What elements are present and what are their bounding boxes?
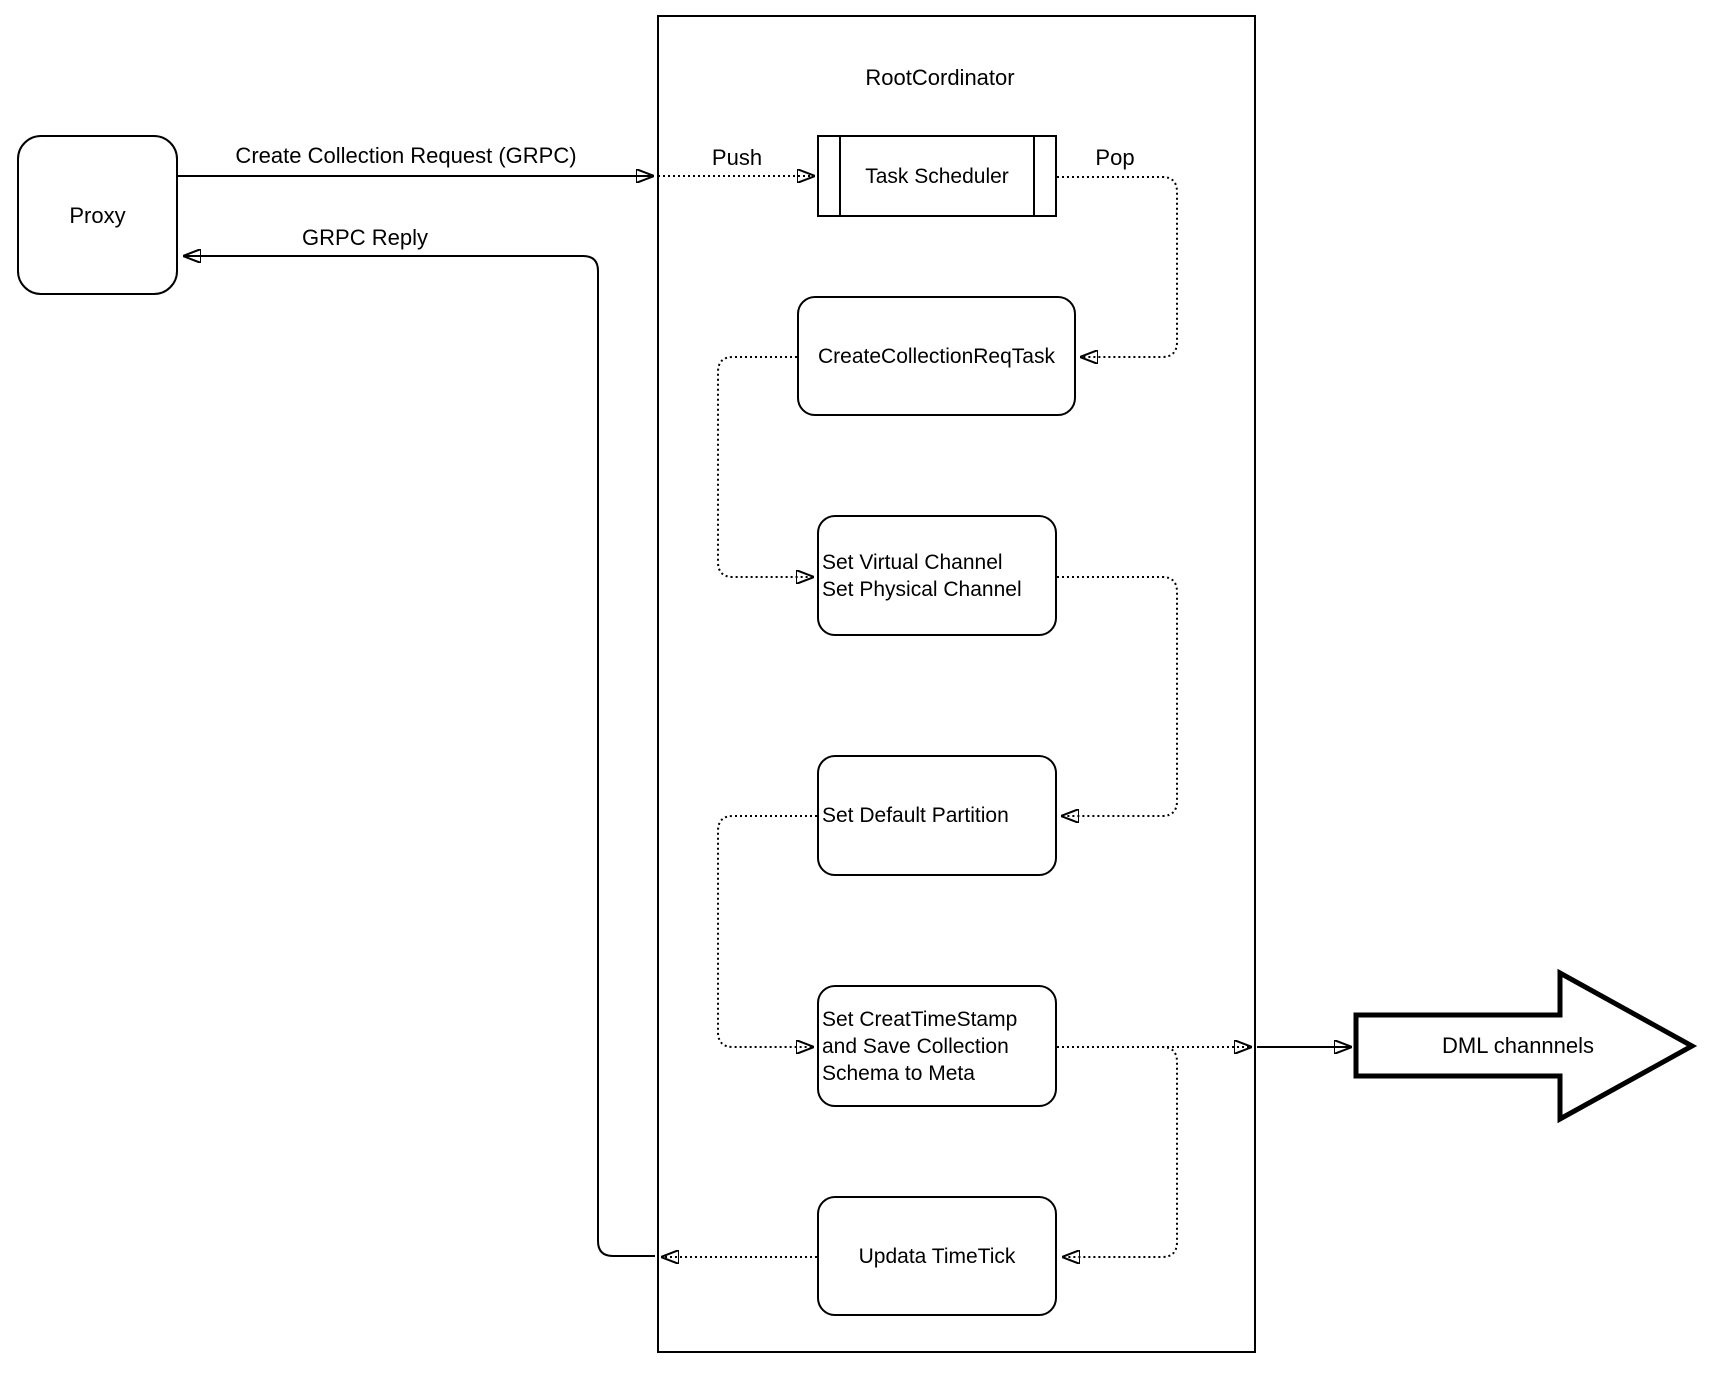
dml-channels-arrow-shape [1353,968,1698,1124]
edge-label-grpc-reply: GRPC Reply [302,225,428,250]
root-coordinator-container [657,15,1256,1353]
node-set-channels-line1: Set Virtual Channel [822,550,1003,574]
root-coordinator-title: RootCordinator [865,65,1015,90]
dml-channels-label: DML channnels [1441,1033,1595,1058]
edge-reqtask-to-setchannels-line [717,356,813,577]
edge-label-pop: Pop [1095,145,1135,170]
node-create-collection-req-task-label: CreateCollectionReqTask [818,344,1055,368]
node-set-default-partition: Set Default Partition [817,755,1057,876]
node-task-scheduler: Task Scheduler [817,135,1057,217]
edge-grpc-reply-line [184,256,655,1257]
edge-label-create-collection-request: Create Collection Request (GRPC) [235,143,577,168]
edge-pop-line [1057,176,1178,357]
node-create-collection-req-task: CreateCollectionReqTask [797,296,1076,416]
node-set-default-partition-label: Set Default Partition [822,804,1009,827]
node-update-timetick-label: Updata TimeTick [858,1244,1016,1268]
task-scheduler-left-bar [839,137,841,215]
node-set-create-timestamp-line2: and Save Collection [822,1034,1009,1058]
node-task-scheduler-label: Task Scheduler [865,164,1009,188]
node-set-create-timestamp: Set CreatTimeStamp and Save Collection S… [817,985,1057,1107]
edge-label-push: Push [711,145,763,170]
node-proxy: Proxy [17,135,178,295]
node-set-channels: Set Virtual Channel Set Physical Channel [817,515,1057,636]
node-proxy-label: Proxy [69,202,126,228]
node-set-channels-line2: Set Physical Channel [822,577,1022,601]
node-set-create-timestamp-line1: Set CreatTimeStamp [822,1007,1018,1031]
edge-setchannels-to-defaultpartition-line [1057,576,1178,816]
node-update-timetick: Updata TimeTick [817,1196,1057,1316]
node-set-create-timestamp-line3: Schema to Meta [822,1061,975,1085]
task-scheduler-right-bar [1033,137,1035,215]
edge-defaultpartition-to-timestamp-line [717,815,817,1047]
